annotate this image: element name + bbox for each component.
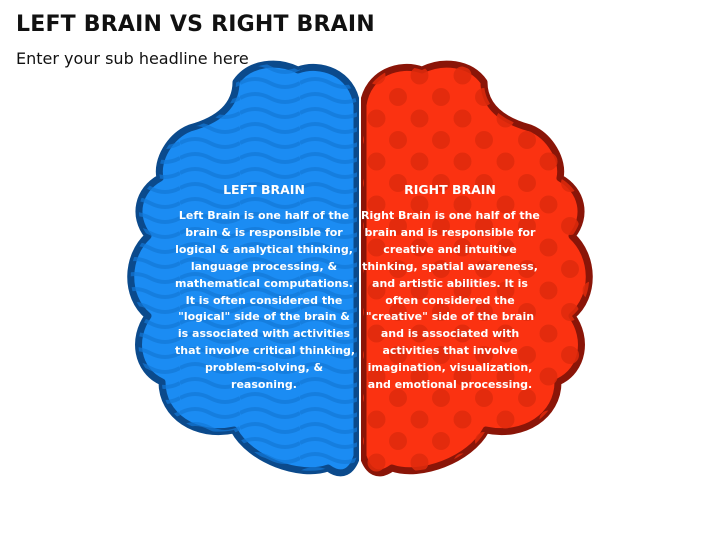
left-brain-line: that involve critical thinking, <box>175 344 356 358</box>
left-brain-panel: LEFT BRAIN Left Brain is one half of the… <box>175 182 356 394</box>
page-title: LEFT BRAIN VS RIGHT BRAIN <box>16 12 375 37</box>
left-texture <box>130 64 357 473</box>
left-brain-description: Left Brain is one half of the brain & is… <box>175 208 356 394</box>
right-brain-line: and artistic abilities. It is <box>372 276 528 290</box>
page-subtitle: Enter your sub headline here <box>16 49 249 68</box>
left-brain-line: brain & is responsible for <box>185 225 343 239</box>
right-brain-line: Right Brain is one half of the <box>361 209 540 222</box>
right-brain-line: imagination, visualization, <box>367 361 533 375</box>
right-brain-heading: RIGHT BRAIN <box>404 182 496 197</box>
right-brain-description: Right Brain is one half of the brain and… <box>361 208 540 394</box>
right-brain-line: activities that involve <box>382 344 518 358</box>
left-brain-line: Left Brain is one half of the <box>178 209 350 222</box>
left-brain-line: reasoning. <box>231 378 297 392</box>
left-brain-line: logical & analytical thinking, <box>175 242 353 256</box>
left-brain-line: It is often considered the <box>185 293 343 307</box>
left-hemisphere <box>127 60 361 477</box>
right-brain-line: thinking, spatial awareness, <box>362 259 538 273</box>
right-brain-line: creative and intuitive <box>383 242 517 256</box>
right-hemisphere <box>359 60 593 477</box>
right-brain-line: brain and is responsible for <box>364 225 536 239</box>
right-brain-line: and is associated with <box>380 327 520 341</box>
left-brain-line: problem-solving, & <box>204 361 324 375</box>
right-brain-panel: RIGHT BRAIN Right Brain is one half of t… <box>361 182 540 394</box>
left-brain-line: is associated with activities <box>177 327 351 341</box>
right-brain-line: and emotional processing. <box>367 378 533 392</box>
left-brain-heading: LEFT BRAIN <box>223 182 305 197</box>
right-brain-line: often considered the <box>385 293 515 307</box>
right-brain-line: "creative" side of the brain <box>365 310 535 324</box>
left-brain-line: mathematical computations. <box>175 276 353 290</box>
right-texture <box>363 64 590 473</box>
left-brain-line: language processing, & <box>190 259 338 273</box>
left-brain-line: "logical" side of the brain & <box>178 310 350 324</box>
